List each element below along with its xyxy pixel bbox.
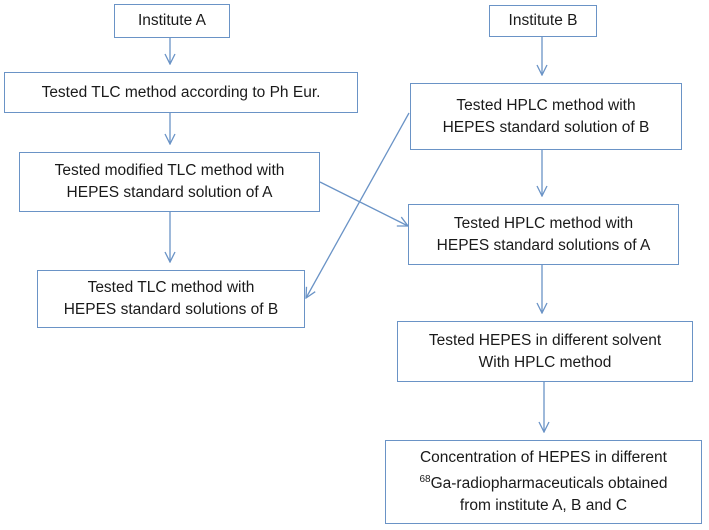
node-concentration: Concentration of HEPES in different 68Ga… xyxy=(385,440,702,524)
node-label-line-1: Tested HPLC method with xyxy=(453,214,634,232)
node-different-solvent: Tested HEPES in different solvent With H… xyxy=(397,321,693,382)
arrow-modified-tlc-to-hplc-solutions-a xyxy=(319,181,408,226)
node-label-line-2: HEPES standard solutions of A xyxy=(436,236,651,254)
node-tlc-ph-eur: Tested TLC method according to Ph Eur. xyxy=(4,72,358,113)
arrow-hplc-standard-b-to-tlc-solutions-b xyxy=(306,112,410,298)
node-hplc-solutions-a: Tested HPLC method with HEPES standard s… xyxy=(408,204,679,265)
node-label: Tested TLC method according to Ph Eur. xyxy=(41,83,321,101)
node-label-line-1: Tested HEPES in different solvent xyxy=(428,331,662,349)
node-label-line-1: Concentration of HEPES in different xyxy=(419,449,667,466)
isotope-superscript: 68 xyxy=(419,474,431,485)
node-label-line-2: HEPES standard solution of A xyxy=(66,184,273,201)
node-institute-b: Institute B xyxy=(489,5,597,37)
node-label: Institute B xyxy=(508,12,578,29)
node-label-line-2: HEPES standard solutions of B xyxy=(63,301,279,318)
node-institute-a: Institute A xyxy=(114,4,230,38)
node-label-line-1: Tested HPLC method with xyxy=(456,96,636,114)
node-label-line-2: HEPES standard solution of B xyxy=(442,118,650,136)
node-modified-tlc: Tested modified TLC method with HEPES st… xyxy=(19,152,320,212)
node-tlc-solutions-b: Tested TLC method with HEPES standard so… xyxy=(37,270,305,328)
node-hplc-standard-b: Tested HPLC method with HEPES standard s… xyxy=(410,83,682,150)
node-label-line-2-text: Ga-radiopharmaceuticals obtained xyxy=(430,475,668,492)
node-label-line-1: Tested modified TLC method with xyxy=(54,162,285,179)
node-label-line-2: 68Ga-radiopharmaceuticals obtained xyxy=(419,469,667,495)
node-label-line-1: Tested TLC method with xyxy=(87,279,255,296)
node-label-line-3: from institute A, B and C xyxy=(459,497,628,514)
node-label: Institute A xyxy=(137,12,207,29)
node-label-line-2: With HPLC method xyxy=(478,353,612,371)
